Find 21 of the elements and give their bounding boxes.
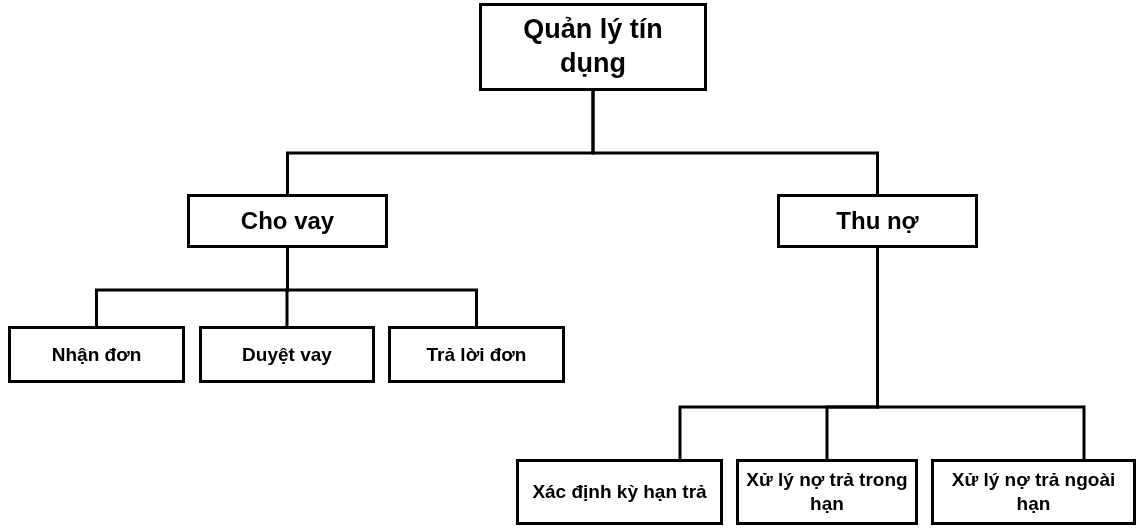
node-label: Xử lý nợ trả trong hạn xyxy=(745,468,909,516)
node-label: Xác định kỳ hạn trả xyxy=(531,480,708,504)
node-label: Xử lý nợ trả ngoài hạn xyxy=(950,468,1117,516)
process-box xyxy=(8,326,185,383)
node-label: Duyệt vay xyxy=(241,342,333,367)
process-box xyxy=(199,326,375,383)
connector-line xyxy=(286,248,478,326)
process-box xyxy=(516,459,723,525)
connector-line xyxy=(876,248,1086,459)
process-box xyxy=(479,3,707,91)
node-label: Trả lời đơn xyxy=(425,342,528,367)
process-box xyxy=(931,459,1136,525)
node-label: Cho vay xyxy=(239,206,336,236)
process-box xyxy=(388,326,565,383)
process-box xyxy=(187,194,388,248)
connector-line xyxy=(591,91,879,194)
node-label: Quản lý tín dụng xyxy=(522,13,664,80)
process-box xyxy=(777,194,978,248)
node-label: Thu nợ xyxy=(835,206,920,236)
process-box xyxy=(736,459,918,525)
node-label: Nhận đơn xyxy=(50,342,143,367)
